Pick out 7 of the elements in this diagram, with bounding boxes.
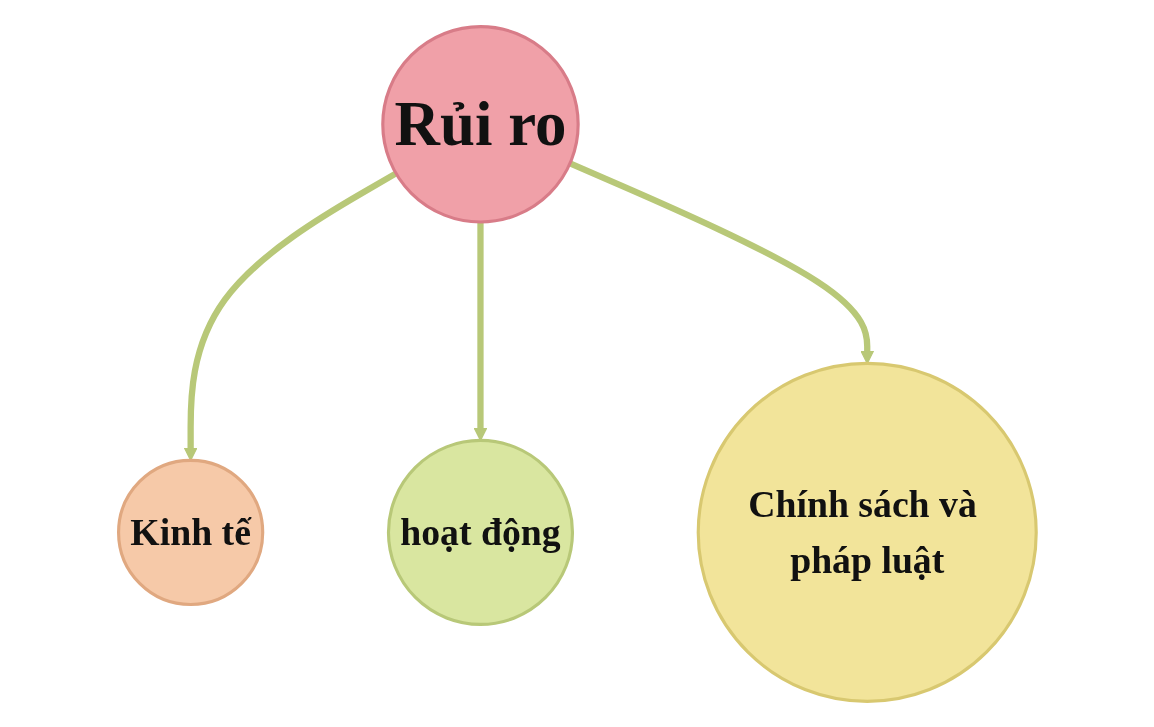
arrow <box>473 221 487 441</box>
arrow <box>568 159 874 364</box>
node-circle: Kinh tế <box>116 458 264 606</box>
node-circle: hoạt động <box>386 438 574 626</box>
node-circle: Chính sách và pháp luật <box>696 361 1038 703</box>
node-circle: Rủi ro <box>380 24 580 223</box>
arrow <box>183 170 398 461</box>
